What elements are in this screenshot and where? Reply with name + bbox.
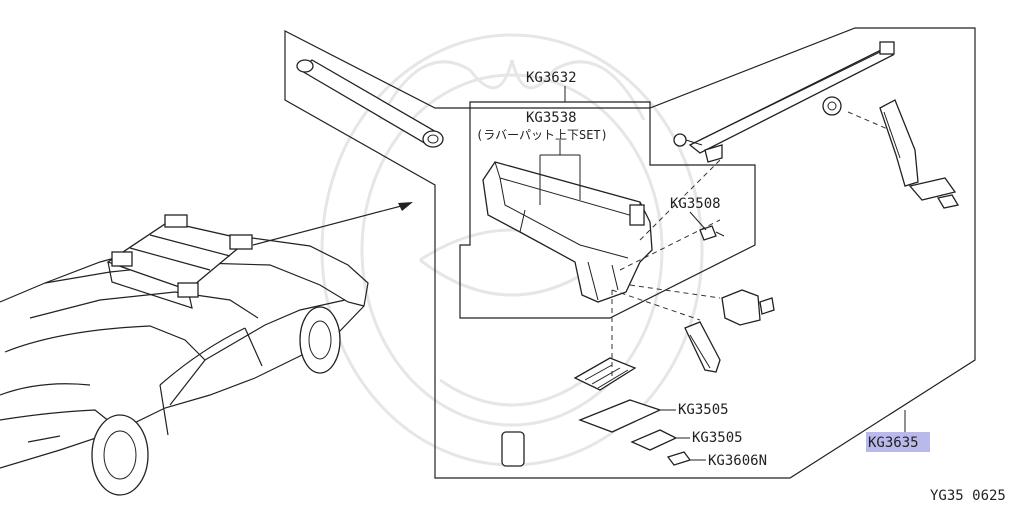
roof-rack xyxy=(106,214,253,309)
bracket-part-right xyxy=(847,99,960,209)
label-kg3538-note: (ラバーパット上下SET) xyxy=(476,128,608,142)
tube-part xyxy=(296,59,444,148)
subkit-outline xyxy=(459,101,756,319)
leader-lines xyxy=(539,86,906,461)
label-kg3505-a: KG3505 xyxy=(678,402,729,418)
label-kg3632: KG3632 xyxy=(526,70,577,86)
rail-bar-part xyxy=(673,41,895,163)
alignment-lines xyxy=(611,159,721,378)
label-kg3538: KG3538 xyxy=(526,110,577,126)
car-illustration xyxy=(0,236,369,496)
ski-carrier-part xyxy=(482,161,653,303)
pad-parts xyxy=(501,357,692,467)
label-kg3635-highlight xyxy=(866,432,930,452)
label-kg3606n: KG3606N xyxy=(708,453,767,469)
kit-outline xyxy=(284,27,976,479)
screw-part xyxy=(699,225,725,241)
label-kg3505-b: KG3505 xyxy=(692,430,743,446)
footer-code: YG35 0625 xyxy=(930,488,1006,504)
clamp-part xyxy=(684,289,775,373)
label-kg3635: KG3635 xyxy=(868,435,919,451)
label-kg3508: KG3508 xyxy=(670,196,721,212)
pointer-arrow xyxy=(252,202,413,246)
